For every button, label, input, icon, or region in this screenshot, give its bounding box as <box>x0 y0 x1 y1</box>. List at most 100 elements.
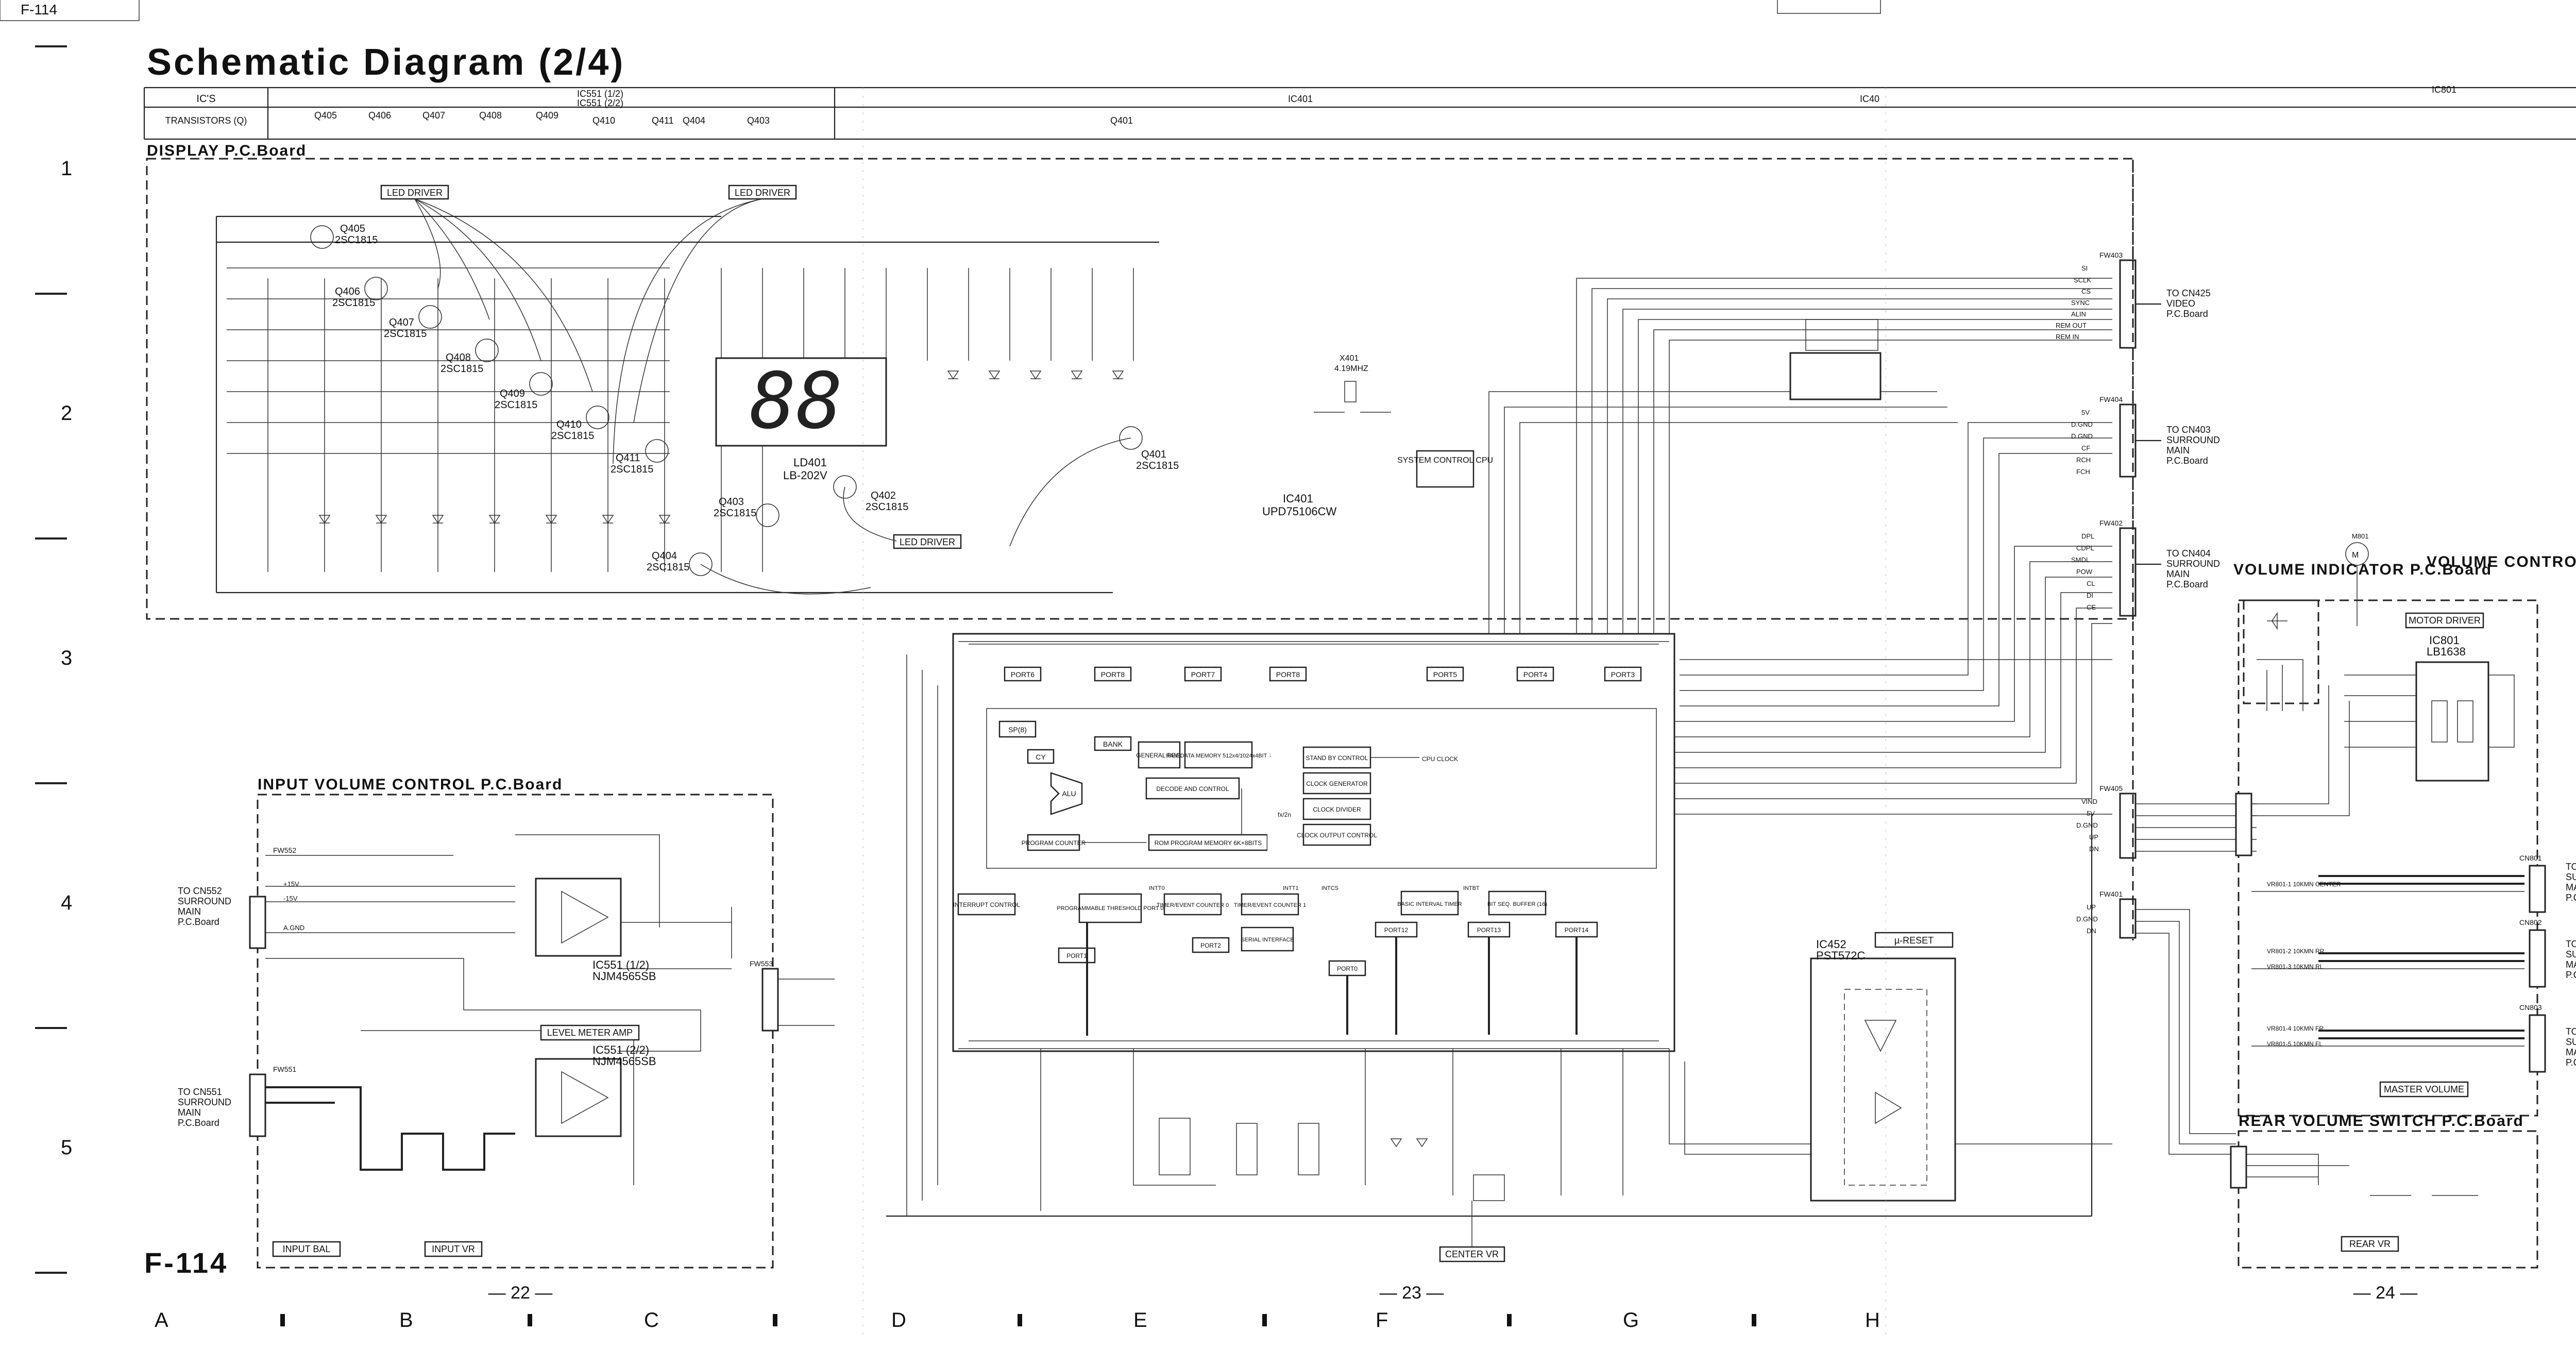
svg-text:FCH: FCH <box>2076 468 2090 476</box>
svg-text:FW552: FW552 <box>273 846 296 854</box>
transistor-entry: Q403 <box>747 115 770 126</box>
svg-text:DN: DN <box>2087 927 2096 935</box>
connector-fw552: FW552 +15V -15V A.GND TO CN552 SURROUND … <box>178 846 304 949</box>
svg-text:TO CN403: TO CN403 <box>2166 425 2211 435</box>
svg-text:PORT5: PORT5 <box>1433 670 1458 679</box>
row-marker: 5 <box>61 1136 72 1159</box>
ic-row-label: IC'S <box>196 93 215 105</box>
svg-text:TO CN551: TO CN551 <box>178 1087 222 1097</box>
svg-text:VIDEO: VIDEO <box>2166 298 2195 309</box>
svg-text:MAIN: MAIN <box>2566 959 2576 970</box>
svg-text:5V: 5V <box>2081 409 2090 416</box>
opamp-ic551-1: IC551 (1/2) NJM4565SB <box>535 878 656 983</box>
ic-entry: IC551 (2/2) <box>577 98 623 108</box>
svg-text:VR801-1 10KMN CENTER: VR801-1 10KMN CENTER <box>2267 881 2341 888</box>
input-volume-board-label: INPUT VOLUME CONTROL P.C.Board <box>258 776 563 793</box>
column-marker: F <box>1376 1309 1388 1332</box>
cpu-top-pins <box>958 641 1669 1049</box>
svg-text:SURROUND: SURROUND <box>2566 949 2576 959</box>
row-marker: 1 <box>61 157 72 180</box>
svg-text:Q406: Q406 <box>335 286 360 297</box>
svg-text:SCLK: SCLK <box>2074 276 2091 284</box>
svg-text:BANK: BANK <box>1103 740 1123 748</box>
connector-fw402: FW402 DPL CDPL SMDL POW CL DI CE TO CN40… <box>2071 519 2220 617</box>
svg-text:D.GND: D.GND <box>2076 821 2098 829</box>
svg-text:REM IN: REM IN <box>2056 333 2079 341</box>
led-driver-label: LED DRIVER <box>387 188 443 198</box>
svg-text:VIND: VIND <box>2081 798 2097 805</box>
center-vr-label: CENTER VR <box>1445 1249 1499 1259</box>
svg-text:PORT2: PORT2 <box>1200 942 1221 949</box>
reset-label: µ-RESET <box>1894 935 1934 946</box>
row-marker: 2 <box>61 402 72 425</box>
svg-text:fx/2n: fx/2n <box>1278 811 1291 818</box>
svg-text:2SC1815: 2SC1815 <box>335 234 378 246</box>
master-volume-label: MASTER VOLUME <box>2384 1084 2464 1094</box>
svg-text:VR801-5 10KMN FL: VR801-5 10KMN FL <box>2267 1040 2323 1048</box>
column-markers: A B C D E F G H — 22 — — 23 — — 24 — <box>155 1283 2417 1332</box>
svg-text:CLOCK GENERATOR: CLOCK GENERATOR <box>1306 780 1368 787</box>
input-volume-board-outline <box>257 794 774 1269</box>
svg-text:PORT3: PORT3 <box>1611 670 1635 679</box>
svg-text:UP: UP <box>2087 903 2096 911</box>
transistor-q407: Q407 2SC1815 <box>384 305 442 340</box>
svg-text:MAIN: MAIN <box>2566 882 2576 892</box>
ic-entry: IC40 <box>1860 94 1879 104</box>
footer-code: F-114 <box>144 1246 228 1279</box>
svg-text:P.C.Board: P.C.Board <box>2566 1057 2576 1068</box>
transistor-entry: Q408 <box>479 110 502 121</box>
connector-cn802: CN802 TO FW201 SURROUND MAIN P.C.Board <box>2519 918 2576 988</box>
svg-text:MAIN: MAIN <box>2166 569 2190 579</box>
input-bal-label: INPUT BAL <box>283 1244 331 1254</box>
svg-text:SURROUND: SURROUND <box>178 1097 231 1107</box>
svg-text:CPU CLOCK: CPU CLOCK <box>1422 755 1458 763</box>
svg-text:MAIN: MAIN <box>2166 445 2190 456</box>
svg-text:FW404: FW404 <box>2099 395 2123 403</box>
transistor-entry: Q410 <box>592 115 615 126</box>
display-board-label: DISPLAY P.C.Board <box>147 142 307 159</box>
input-vr-label: INPUT VR <box>432 1244 475 1254</box>
svg-text:Q410: Q410 <box>556 419 582 430</box>
svg-text:SURROUND: SURROUND <box>2166 435 2220 445</box>
svg-text:ALIN: ALIN <box>2071 310 2086 318</box>
connector-fw401: FW401 UP D.GND DN <box>2076 890 2236 1155</box>
svg-text:TO FW201: TO FW201 <box>2566 939 2576 949</box>
svg-text:P.C.Board: P.C.Board <box>178 1118 219 1128</box>
svg-text:IC551 (2/2): IC551 (2/2) <box>592 1043 649 1056</box>
transistor-entry: Q401 <box>1110 115 1133 126</box>
svg-text:LB1638: LB1638 <box>2427 645 2466 658</box>
transistor-row-label: TRANSISTORS (Q) <box>165 115 247 126</box>
svg-text:5V: 5V <box>2087 810 2095 817</box>
transistor-q401: Q401 2SC1815 <box>1119 426 1179 471</box>
rear-vr-label: REAR VR <box>2349 1239 2391 1249</box>
svg-text:PORT6: PORT6 <box>1011 670 1035 679</box>
transistor-q404: Q404 2SC1815 <box>647 550 713 576</box>
svg-text:P.C.Board: P.C.Board <box>2566 892 2576 903</box>
motor-m801: M M801 <box>2345 532 2369 626</box>
column-marker: D <box>891 1309 906 1332</box>
led-driver-label: LED DRIVER <box>735 188 790 198</box>
column-marker: E <box>1133 1309 1147 1332</box>
svg-text:MAIN: MAIN <box>178 906 201 917</box>
transistor-q402: Q402 2SC1815 <box>833 475 908 513</box>
svg-text:Q409: Q409 <box>500 388 525 399</box>
display-rows <box>227 267 1134 572</box>
svg-text:PORT7: PORT7 <box>1191 670 1215 679</box>
svg-text:D.GND: D.GND <box>2076 915 2098 923</box>
svg-text:STAND BY CONTROL: STAND BY CONTROL <box>1306 754 1368 762</box>
module-block <box>1789 319 1882 400</box>
transistor-entry: Q406 <box>368 110 391 121</box>
transistor-q411: Q411 2SC1815 <box>611 439 669 475</box>
column-marker: A <box>155 1309 168 1332</box>
svg-text:2SC1815: 2SC1815 <box>1136 460 1179 471</box>
svg-text:2SC1815: 2SC1815 <box>647 562 689 573</box>
connector-fw553: FW553 <box>750 959 779 1032</box>
column-marker: B <box>399 1309 413 1332</box>
transistor-entry: Q407 <box>422 110 445 121</box>
svg-text:SERIAL INTERFACE: SERIAL INTERFACE <box>1241 937 1294 943</box>
svg-text:UP: UP <box>2089 833 2098 841</box>
svg-text:PORT1: PORT1 <box>1066 952 1087 959</box>
svg-text:FW405: FW405 <box>2099 784 2123 793</box>
svg-text:CN803: CN803 <box>2519 1003 2542 1012</box>
svg-text:IC452: IC452 <box>1816 938 1846 951</box>
